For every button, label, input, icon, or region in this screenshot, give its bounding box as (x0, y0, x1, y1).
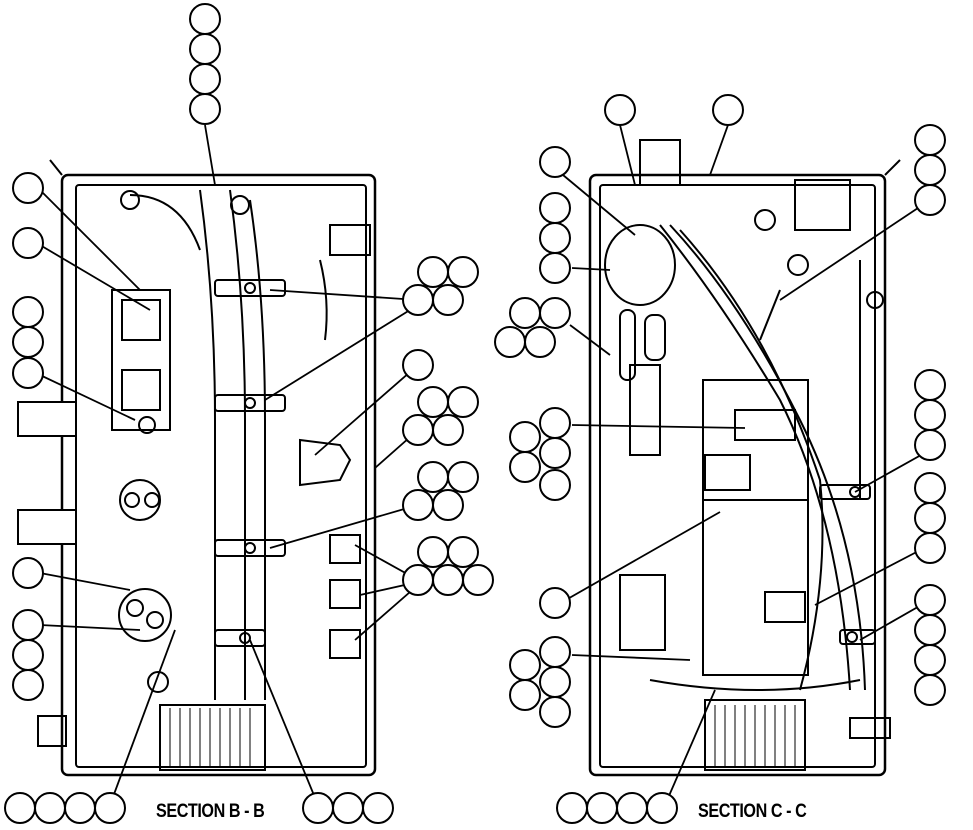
hose-c-bottom (649, 679, 861, 691)
solenoid-b-2 (118, 588, 172, 642)
housing-c-inner (599, 184, 876, 768)
clamp-c-2-bolt (846, 631, 858, 643)
tube-b-3 (249, 199, 266, 700)
fitting-b-top-left (120, 190, 140, 210)
housing-c-outer (588, 173, 887, 777)
control-block-c-nut (704, 454, 751, 491)
clamp-c-1 (819, 484, 871, 500)
clamp-b-1-bolt (244, 282, 256, 294)
clamp-b-4 (214, 629, 266, 647)
terminal-knob-b (138, 416, 156, 434)
clamp-b-3-bolt (244, 542, 256, 554)
flange-b-upper (17, 401, 77, 437)
terminal-block-1 (121, 299, 161, 341)
fitting-c-top-right (787, 254, 809, 276)
connector-c-top (639, 139, 681, 186)
terminal-block-2 (121, 369, 161, 411)
relay-c (794, 179, 851, 231)
tube-c-left-2 (644, 314, 666, 361)
leader-lines (39, 124, 931, 806)
fitting-b-left (37, 715, 67, 747)
heatsink-c-fins (714, 705, 796, 768)
hose-c-2 (669, 224, 866, 691)
clamp-c-2 (839, 629, 876, 645)
tube-b-4 (129, 194, 201, 251)
hinge-b (49, 159, 63, 176)
clamp-b-2-bolt (244, 397, 256, 409)
control-block-c-port (734, 409, 796, 441)
solenoid-b-2-post (126, 599, 144, 617)
hose-c-3 (679, 229, 824, 691)
fitting-c-right (866, 291, 884, 309)
section-b-label: SECTION B - B (156, 801, 265, 822)
heatsink-b-fins (169, 708, 251, 768)
tube-c-left-1 (619, 309, 636, 381)
hinge-c (884, 159, 901, 176)
clamp-b-3 (214, 539, 286, 557)
clamp-b-1 (214, 279, 286, 297)
block-c-lower-left (619, 574, 666, 651)
fitting-b-top (230, 195, 250, 215)
clamp-b-4-bolt (239, 632, 251, 644)
fitting-b-right-3 (329, 629, 361, 659)
section-c-drawing (588, 139, 901, 777)
hose-c-1 (659, 224, 851, 691)
fitting-b-right-2 (329, 579, 361, 609)
fitting-b-right-1 (329, 534, 361, 564)
valve-body-c (629, 364, 661, 456)
tube-b-2 (229, 189, 246, 700)
section-c-label: SECTION C - C (698, 801, 807, 822)
valve-b (299, 438, 352, 487)
hose-c-stub (759, 289, 781, 341)
tube-b-1 (199, 189, 216, 700)
housing-b-inner (75, 184, 367, 768)
heatsink-b (159, 704, 266, 771)
flange-b-lower (17, 509, 77, 545)
section-b-drawing (17, 159, 377, 777)
housing-b-outer (60, 173, 377, 777)
motor-c (604, 224, 676, 306)
grommet-b (147, 671, 169, 693)
solenoid-b-1-post2 (144, 492, 160, 508)
clamp-b-2 (214, 394, 286, 412)
solenoid-b-1-post (124, 492, 140, 508)
control-block-c-fitting (764, 591, 806, 623)
callout-balloons (4, 3, 946, 824)
fitting-c-top (754, 209, 776, 231)
connector-b-top (329, 224, 371, 256)
solenoid-b-2-post2 (146, 611, 164, 629)
hose-b-upper (319, 259, 328, 341)
control-block-c-lower (702, 499, 809, 676)
heatsink-c (704, 699, 806, 771)
fitting-c-right-bottom (849, 717, 891, 739)
